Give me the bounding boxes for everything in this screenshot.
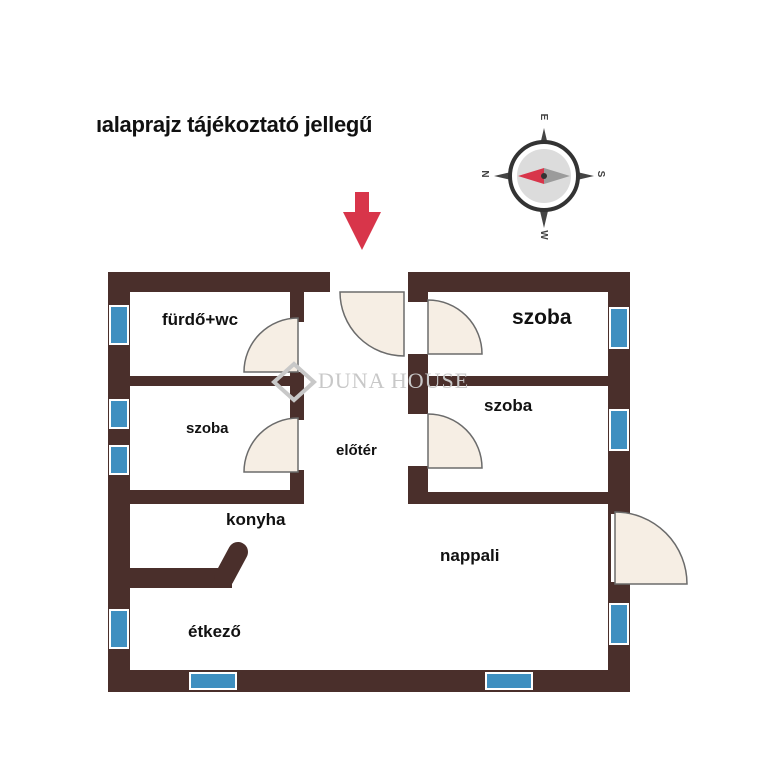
entrance-door — [339, 291, 405, 357]
bath-door — [243, 317, 299, 373]
room-label-bath: fürdő+wc — [162, 310, 239, 329]
compass-label-top: E — [538, 114, 549, 121]
room-label-hall: előtér — [336, 442, 377, 459]
room-top-right-door — [427, 299, 483, 355]
compass-label-bottom: W — [538, 230, 549, 240]
room-label-room-left: szoba — [186, 420, 229, 437]
room-label-room-top-right: szoba — [512, 306, 572, 329]
plan-heading: ıalaprajz tájékoztató jellegű — [96, 112, 373, 137]
windows — [109, 305, 629, 690]
doors — [243, 291, 688, 585]
room-label-room-mid-right: szoba — [484, 396, 533, 415]
watermark: DUNA HOUSE — [318, 368, 470, 393]
room-label-living: nappali — [440, 546, 500, 565]
room-left-door — [243, 417, 299, 473]
room-mid-right-door — [427, 413, 483, 469]
room-label-kitchen: konyha — [226, 510, 286, 529]
compass-label-right: S — [595, 171, 606, 178]
entrance-arrow-icon — [343, 192, 381, 250]
compass-label-left: N — [479, 170, 490, 177]
compass-icon: E S W N — [479, 114, 606, 241]
room-label-dining: étkező — [188, 622, 241, 641]
balcony-door — [614, 511, 688, 585]
